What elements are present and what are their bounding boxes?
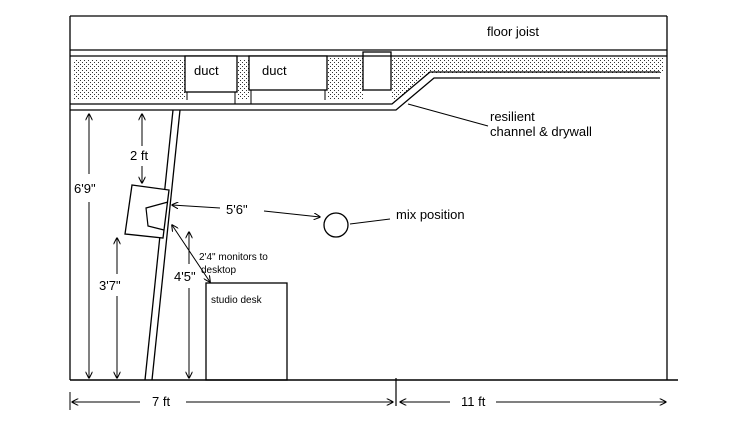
distance-speaker-mix-label: 5'6"	[226, 202, 248, 217]
width-left-label: 7 ft	[152, 394, 170, 409]
speaker-to-ceiling-label: 2 ft	[130, 148, 148, 163]
monitor-speaker-front	[145, 201, 169, 231]
resilient-leader	[407, 103, 489, 127]
ceiling-height-label: 6'9"	[74, 181, 96, 196]
duct-left-label: duct	[194, 63, 219, 78]
studio-desk-label: studio desk	[211, 295, 263, 306]
floor-joist-label: floor joist	[487, 24, 539, 39]
mix-position-leader	[349, 218, 391, 225]
resilient-ceiling	[70, 71, 660, 111]
monitor-note-line2: desktop	[201, 265, 236, 276]
width-right-label: 11 ft	[461, 394, 486, 409]
monitor-to-floor-label: 4'5"	[174, 269, 196, 284]
monitor-height-label: 3'7"	[99, 278, 121, 293]
dimension-lines	[72, 114, 666, 402]
room-outline	[69, 15, 668, 380]
resilient-label-line2: channel & drywall	[490, 124, 592, 139]
duct-supports	[186, 90, 326, 104]
mix-position-label: mix position	[396, 207, 465, 222]
resilient-label-line1: resilient	[490, 109, 535, 124]
duct-right	[248, 51, 392, 91]
duct-left	[184, 55, 238, 93]
mix-position-marker	[323, 212, 349, 238]
joist-cavity-insulation	[73, 58, 664, 100]
sloped-wall	[144, 109, 181, 381]
monitor-note-line1: 2'4" monitors to	[199, 252, 268, 263]
monitor-speaker	[124, 184, 170, 239]
duct-right-label: duct	[262, 63, 287, 78]
